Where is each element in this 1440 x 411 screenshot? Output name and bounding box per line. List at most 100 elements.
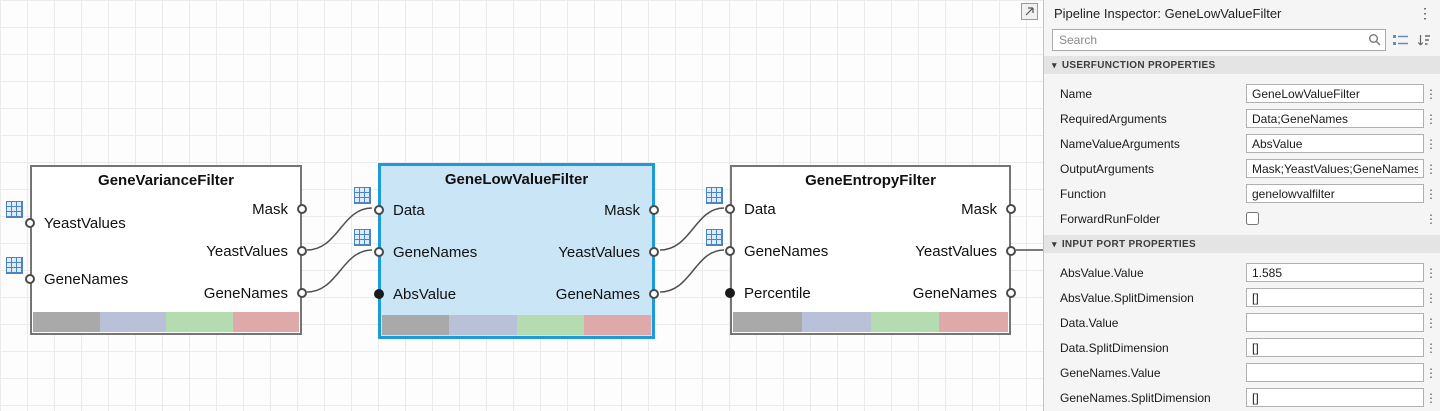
input-port-genenames[interactable] [725, 246, 735, 256]
property-label: GeneNames.SplitDimension [1060, 390, 1211, 405]
panel-title: Pipeline Inspector: GeneLowValueFilter [1054, 5, 1282, 21]
input-port-label: GeneNames [393, 244, 478, 261]
pipeline-inspector-panel: Pipeline Inspector: GeneLowValueFilter ⋮ [1043, 0, 1440, 411]
input-port-percentile[interactable] [725, 288, 735, 298]
property-value-input[interactable] [1246, 388, 1424, 407]
property-row-genenames-splitdimension: GeneNames.SplitDimension ⋮ [1044, 385, 1440, 410]
property-row-data-value: Data.Value ⋮ [1044, 310, 1440, 335]
property-row-absvalue-value: AbsValue.Value ⋮ [1044, 260, 1440, 285]
property-label: Data.SplitDimension [1060, 340, 1169, 355]
property-label: Data.Value [1060, 315, 1119, 330]
property-value-input[interactable] [1246, 338, 1424, 357]
block-gene-low-value-filter[interactable]: GeneLowValueFilter Data GeneNames AbsVal… [374, 163, 659, 339]
property-row-outputarguments: OutputArguments ⋮ [1044, 156, 1440, 181]
row-menu-icon[interactable]: ⋮ [1425, 136, 1437, 151]
search-box [1052, 29, 1386, 51]
output-port-yeastvalues[interactable] [1006, 246, 1016, 256]
property-value-input[interactable] [1246, 288, 1424, 307]
property-label: ForwardRunFolder [1060, 211, 1161, 226]
output-port-mask[interactable] [1006, 204, 1016, 214]
forward-run-folder-checkbox[interactable] [1246, 212, 1259, 225]
search-icon [1369, 34, 1381, 46]
list-view-icon [1392, 34, 1408, 45]
block-status-strip [733, 312, 1008, 332]
row-menu-icon[interactable]: ⋮ [1425, 211, 1437, 226]
block-status-strip [382, 315, 651, 335]
data-preview-icon[interactable] [354, 187, 371, 204]
block-gene-entropy-filter[interactable]: GeneEntropyFilter Data GeneNames Percent… [725, 165, 1016, 335]
pipeline-canvas[interactable]: GeneVarianceFilter YeastValues GeneNames… [0, 0, 1043, 411]
search-bar [1044, 26, 1440, 54]
output-port-yeastvalues[interactable] [297, 246, 307, 256]
property-value-input[interactable] [1246, 159, 1424, 178]
wire-variance-genenames-to-lowvalue-genenames[interactable] [306, 249, 373, 293]
row-menu-icon[interactable]: ⋮ [1425, 365, 1437, 380]
output-port-label: YeastValues [558, 244, 640, 261]
property-value-input[interactable] [1246, 84, 1424, 103]
row-menu-icon[interactable]: ⋮ [1425, 290, 1437, 305]
row-menu-icon[interactable]: ⋮ [1425, 161, 1437, 176]
property-row-genenames-value: GeneNames.Value ⋮ [1044, 360, 1440, 385]
property-row-namevaluearguments: NameValueArguments ⋮ [1044, 131, 1440, 156]
row-menu-icon[interactable]: ⋮ [1425, 186, 1437, 201]
output-port-mask[interactable] [297, 204, 307, 214]
output-port-yeastvalues[interactable] [649, 247, 659, 257]
canvas-dock-icon[interactable] [1021, 3, 1038, 20]
output-port-label: Mask [961, 201, 997, 218]
input-port-yeastvalues[interactable] [25, 218, 35, 228]
input-port-absvalue[interactable] [374, 289, 384, 299]
output-port-genenames[interactable] [297, 288, 307, 298]
output-port-label: Mask [604, 202, 640, 219]
property-label: AbsValue.SplitDimension [1060, 290, 1194, 305]
row-menu-icon[interactable]: ⋮ [1425, 315, 1437, 330]
group-view-button[interactable] [1390, 30, 1410, 50]
input-port-label: Percentile [744, 285, 811, 302]
input-port-data[interactable] [374, 205, 384, 215]
panel-menu-icon[interactable]: ⋮ [1418, 4, 1432, 21]
property-label: OutputArguments [1060, 161, 1155, 176]
output-port-genenames[interactable] [649, 289, 659, 299]
search-input[interactable] [1052, 29, 1386, 51]
property-label: AbsValue.Value [1060, 265, 1144, 280]
property-value-input[interactable] [1246, 109, 1424, 128]
row-menu-icon[interactable]: ⋮ [1425, 265, 1437, 280]
input-port-genenames[interactable] [374, 247, 384, 257]
output-port-mask[interactable] [649, 205, 659, 215]
row-menu-icon[interactable]: ⋮ [1425, 86, 1437, 101]
data-preview-icon[interactable] [6, 201, 23, 218]
output-port-genenames[interactable] [1006, 288, 1016, 298]
input-port-genenames[interactable] [25, 274, 35, 284]
property-label: RequiredArguments [1060, 111, 1167, 126]
property-value-input[interactable] [1246, 363, 1424, 382]
output-port-label: GeneNames [203, 285, 288, 302]
wire-lowvalue-genenames-to-entropy-genenames[interactable] [659, 249, 725, 293]
input-port-label: GeneNames [744, 243, 829, 260]
row-menu-icon[interactable]: ⋮ [1425, 340, 1437, 355]
input-port-label: Data [744, 201, 776, 218]
block-gene-variance-filter[interactable]: GeneVarianceFilter YeastValues GeneNames… [25, 165, 307, 335]
data-preview-icon[interactable] [354, 229, 371, 246]
collapse-triangle-icon: ▾ [1052, 59, 1057, 70]
property-label: NameValueArguments [1060, 136, 1180, 151]
wire-lowvalue-yeastvalues-to-entropy-data[interactable] [659, 207, 725, 251]
data-preview-icon[interactable] [6, 257, 23, 274]
sort-button[interactable] [1414, 30, 1434, 50]
block-title: GeneLowValueFilter [444, 171, 589, 188]
collapse-triangle-icon: ▾ [1052, 238, 1057, 249]
input-port-data[interactable] [725, 204, 735, 214]
property-row-forwardrunfolder: ForwardRunFolder ⋮ [1044, 206, 1440, 231]
property-label: GeneNames.Value [1060, 365, 1161, 380]
property-value-input[interactable] [1246, 184, 1424, 203]
input-port-label: GeneNames [44, 271, 129, 288]
row-menu-icon[interactable]: ⋮ [1425, 111, 1437, 126]
section-header-userfunction-properties[interactable]: ▾ USERFUNCTION PROPERTIES [1044, 56, 1440, 74]
data-preview-icon[interactable] [706, 229, 723, 246]
property-value-input[interactable] [1246, 134, 1424, 153]
row-menu-icon[interactable]: ⋮ [1425, 390, 1437, 405]
property-value-input[interactable] [1246, 263, 1424, 282]
property-value-input[interactable] [1246, 313, 1424, 332]
data-preview-icon[interactable] [706, 187, 723, 204]
wire-variance-yeastvalues-to-lowvalue-data[interactable] [306, 207, 373, 251]
section-header-input-port-properties[interactable]: ▾ INPUT PORT PROPERTIES [1044, 235, 1440, 253]
